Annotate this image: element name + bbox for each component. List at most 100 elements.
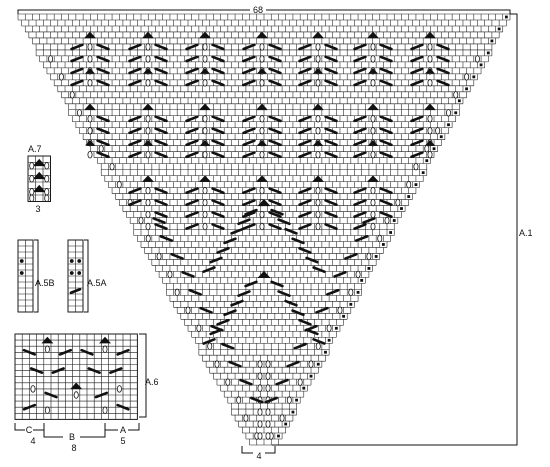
diagonal-bar-icon	[70, 79, 84, 87]
diagonal-bar-icon	[154, 79, 168, 87]
oval-yarnover-icon	[315, 55, 321, 63]
diagonal-bar-icon	[128, 79, 142, 87]
diagonal-bar-icon	[128, 127, 142, 135]
triangle-decrease-icon	[142, 175, 154, 182]
oval-yarnover-icon	[87, 115, 93, 123]
diagonal-bar-icon	[298, 151, 312, 159]
diagonal-bar-icon	[242, 139, 256, 147]
oval-yarnover-icon	[174, 288, 180, 297]
diagonal-bar-icon	[242, 187, 256, 194]
a7-grid-border	[27, 155, 51, 202]
oval-yarnover-icon	[257, 360, 263, 368]
diagonal-bar-icon	[353, 43, 367, 51]
diagonal-bar-icon	[154, 55, 168, 63]
oval-yarnover-icon	[427, 55, 433, 63]
diagonal-bar-icon	[379, 187, 393, 194]
diagonal-bar-icon	[268, 43, 282, 51]
dot-icon	[19, 259, 24, 263]
oval-yarnover-icon	[202, 79, 208, 87]
a6-repeat-c-width: 4	[30, 436, 35, 446]
diagonal-bar-icon	[128, 151, 142, 159]
oval-yarnover-icon	[259, 43, 265, 51]
diagonal-bar-icon	[96, 127, 110, 135]
oval-yarnover-icon	[257, 372, 263, 380]
diagonal-bar-icon	[286, 360, 300, 368]
diagonal-bar-icon	[185, 43, 199, 51]
diagonal-bar-icon	[70, 55, 84, 63]
diagonal-bar-icon	[298, 247, 312, 254]
diagonal-bar-icon	[69, 287, 82, 295]
dot-icon	[69, 259, 74, 263]
oval-yarnover-icon	[427, 150, 433, 159]
triangle-decrease-icon	[200, 68, 210, 74]
diagonal-bar-icon	[116, 403, 130, 411]
diagonal-bar-icon	[379, 115, 393, 123]
square-dot-icon	[342, 314, 345, 318]
diagonal-bar-icon	[96, 67, 110, 75]
bottom-width-bracket	[241, 446, 276, 454]
diagonal-bar-icon	[87, 367, 101, 375]
triangle-decrease-icon	[84, 31, 96, 39]
diagonal-bar-icon	[154, 43, 168, 51]
oval-yarnover-icon	[116, 180, 122, 189]
diagonal-bar-icon	[244, 280, 258, 288]
oval-yarnover-icon	[87, 150, 93, 159]
oval-yarnover-icon	[370, 210, 376, 219]
diagonal-bar-icon	[242, 199, 256, 206]
oval-yarnover-icon	[315, 43, 321, 51]
oval-yarnover-icon	[214, 360, 220, 368]
a7-chart-grid	[27, 155, 51, 202]
square-dot-icon	[479, 63, 483, 67]
diagonal-bar-icon	[185, 211, 199, 218]
diagonal-bar-icon	[109, 367, 123, 375]
diagonal-bar-icon	[436, 55, 450, 63]
diagonal-bar-icon	[298, 223, 312, 230]
diagonal-bar-icon	[268, 55, 282, 63]
triangle-decrease-icon	[200, 139, 210, 146]
diagonal-bar-icon	[211, 187, 225, 194]
oval-yarnover-icon	[145, 79, 151, 87]
diagonal-bar-icon	[268, 223, 282, 230]
diagonal-bar-icon	[410, 151, 424, 159]
triangle-decrease-icon	[313, 68, 323, 74]
oval-yarnover-icon	[116, 385, 122, 393]
oval-yarnover-icon	[257, 408, 263, 416]
oval-yarnover-icon	[44, 162, 50, 170]
oval-yarnover-icon	[384, 216, 390, 225]
diagonal-bar-icon	[298, 187, 312, 194]
oval-yarnover-icon	[265, 408, 271, 416]
diagonal-bar-icon	[58, 348, 73, 356]
oval-yarnover-icon	[69, 91, 75, 99]
oval-yarnover-icon	[30, 385, 36, 393]
oval-yarnover-icon	[29, 188, 35, 196]
top-width-bracket	[17, 9, 511, 14]
diagonal-bar-icon	[242, 67, 256, 75]
oval-yarnover-icon	[259, 79, 265, 87]
diagonal-bar-icon	[211, 199, 225, 206]
oval-yarnover-icon	[315, 150, 321, 159]
diagonal-bar-icon	[154, 139, 168, 147]
oval-yarnover-icon	[464, 73, 470, 81]
diagonal-bar-icon	[185, 199, 199, 206]
a5a-bracket	[84, 239, 89, 313]
square-dot-icon	[360, 278, 364, 282]
diagonal-bar-icon	[185, 127, 199, 135]
diagonal-bar-icon	[268, 67, 282, 75]
triangle-decrease-icon	[424, 103, 436, 111]
diagonal-bar-icon	[202, 338, 216, 345]
triangle-decrease-icon	[85, 68, 95, 74]
oval-yarnover-icon	[370, 222, 376, 231]
diagonal-bar-icon	[188, 288, 202, 296]
square-dot-icon	[374, 255, 378, 258]
oval-yarnover-icon	[265, 432, 271, 440]
triangle-decrease-icon	[99, 336, 111, 344]
oval-yarnover-icon	[474, 55, 480, 63]
diagonal-bar-icon	[154, 211, 168, 218]
oval-yarnover-icon	[202, 186, 208, 195]
diagonal-bar-icon	[268, 151, 282, 159]
oval-yarnover-icon	[77, 109, 83, 117]
diagonal-bar-icon	[305, 256, 319, 264]
diagonal-bar-icon	[242, 43, 256, 51]
triangle-decrease-icon	[312, 175, 324, 182]
oval-yarnover-icon	[145, 198, 151, 207]
